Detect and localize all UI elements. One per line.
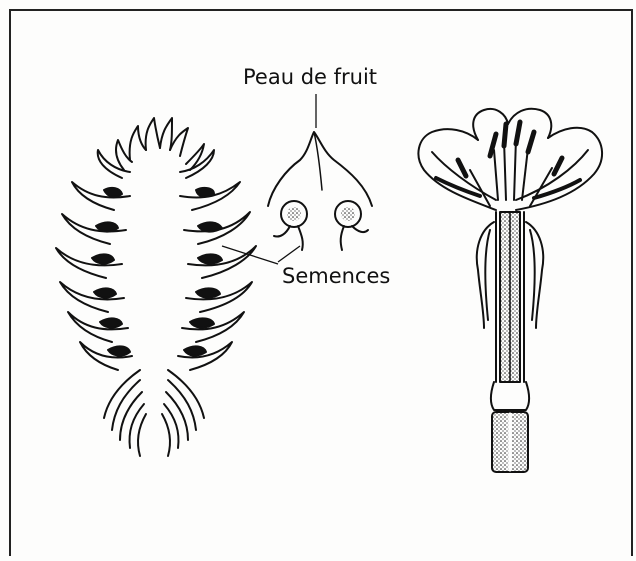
seed-leader-upper <box>278 246 300 262</box>
fruit-skin-label: Peau de fruit <box>243 67 377 88</box>
flower-petal-center-right <box>508 109 551 138</box>
seeds-label: Semences <box>282 266 390 287</box>
flower-section <box>418 109 602 472</box>
fruit-skin-closeup <box>268 132 372 250</box>
pod-left-scales <box>56 150 146 456</box>
pod-section <box>56 118 256 456</box>
pod-right-scales <box>162 150 256 456</box>
